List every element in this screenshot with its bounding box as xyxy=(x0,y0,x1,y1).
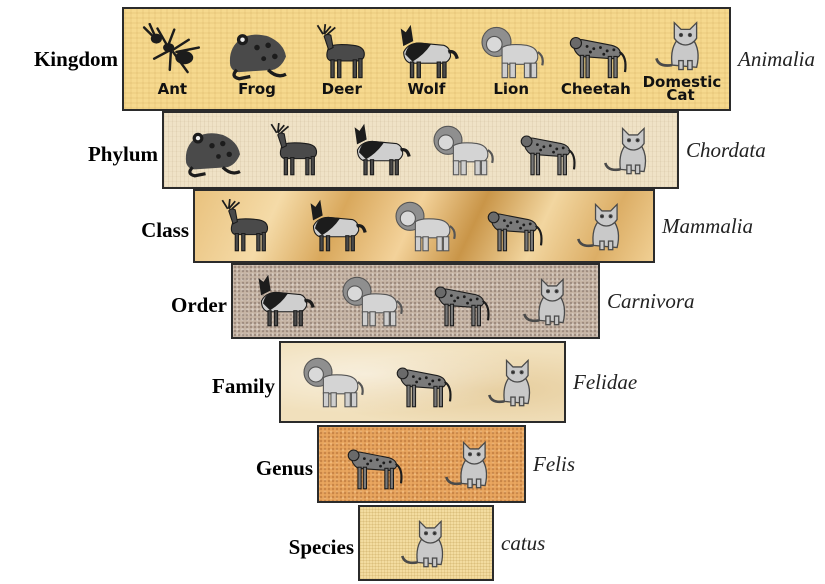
cat-icon xyxy=(569,198,635,254)
animal-frog: Frog xyxy=(219,23,295,96)
cat-icon xyxy=(596,122,662,178)
animal-cat: Domestic Cat xyxy=(643,16,719,102)
animal-cheetah xyxy=(427,273,493,329)
taxon-name-phylum: Chordata xyxy=(686,138,766,163)
wolf-icon xyxy=(250,273,316,329)
frog-icon xyxy=(223,23,291,81)
lion-icon xyxy=(338,273,404,329)
taxon-name-family: Felidae xyxy=(573,370,637,395)
cat-icon xyxy=(480,354,546,410)
animal-lion xyxy=(338,273,404,329)
cheetah-icon xyxy=(340,436,406,492)
taxon-name-kingdom: Animalia xyxy=(738,47,815,72)
animal-label: Frog xyxy=(219,83,295,96)
lion-icon xyxy=(429,122,495,178)
level-order xyxy=(231,263,600,339)
animal-label: Cheetah xyxy=(558,83,634,96)
rank-label-order: Order xyxy=(171,293,227,318)
animal-cat xyxy=(393,515,459,571)
animal-deer xyxy=(262,122,328,178)
animal-deer: Deer xyxy=(304,23,380,96)
animal-cheetah xyxy=(480,198,546,254)
rank-label-genus: Genus xyxy=(256,456,313,481)
animal-label: Lion xyxy=(473,83,549,96)
level-phylum xyxy=(162,111,679,189)
animal-cheetah xyxy=(389,354,455,410)
rank-label-kingdom: Kingdom xyxy=(34,47,118,72)
animal-cat xyxy=(480,354,546,410)
cheetah-icon xyxy=(389,354,455,410)
animal-label: Deer xyxy=(304,83,380,96)
frog-icon xyxy=(179,122,245,178)
animal-lion: Lion xyxy=(473,23,549,96)
rank-label-species: Species xyxy=(289,535,354,560)
rank-label-family: Family xyxy=(212,374,275,399)
animal-label: Wolf xyxy=(388,83,464,96)
animal-label: Ant xyxy=(134,83,210,96)
animal-lion xyxy=(429,122,495,178)
animal-wolf xyxy=(302,198,368,254)
wolf-icon xyxy=(302,198,368,254)
animal-frog xyxy=(179,122,245,178)
animal-deer xyxy=(213,198,279,254)
wolf-icon xyxy=(392,23,460,81)
level-family xyxy=(279,341,566,423)
level-genus xyxy=(317,425,526,503)
cheetah-icon xyxy=(427,273,493,329)
taxon-name-genus: Felis xyxy=(533,452,575,477)
animal-wolf xyxy=(346,122,412,178)
animal-cheetah: Cheetah xyxy=(558,23,634,96)
animal-wolf xyxy=(250,273,316,329)
lion-icon xyxy=(391,198,457,254)
lion-icon xyxy=(299,354,365,410)
level-species xyxy=(358,505,494,581)
animal-cat xyxy=(437,436,503,492)
ant-icon xyxy=(138,23,206,81)
animal-lion xyxy=(391,198,457,254)
animal-lion xyxy=(299,354,365,410)
cheetah-icon xyxy=(513,122,579,178)
animal-ant: Ant xyxy=(134,23,210,96)
animal-cat xyxy=(569,198,635,254)
wolf-icon xyxy=(346,122,412,178)
animal-wolf: Wolf xyxy=(388,23,464,96)
lion-icon xyxy=(477,23,545,81)
taxon-name-species: catus xyxy=(501,531,545,556)
animal-cat xyxy=(596,122,662,178)
level-kingdom: Ant Frog Deer Wolf Lion Cheetah xyxy=(122,7,731,111)
animal-cheetah xyxy=(513,122,579,178)
cheetah-icon xyxy=(562,23,630,81)
cat-icon xyxy=(515,273,581,329)
taxon-name-order: Carnivora xyxy=(607,289,695,314)
deer-icon xyxy=(262,122,328,178)
cat-icon xyxy=(437,436,503,492)
cheetah-icon xyxy=(480,198,546,254)
deer-icon xyxy=(213,198,279,254)
rank-label-class: Class xyxy=(141,218,189,243)
animal-cheetah xyxy=(340,436,406,492)
rank-label-phylum: Phylum xyxy=(88,142,158,167)
taxon-name-class: Mammalia xyxy=(662,214,753,239)
animal-label: Domestic Cat xyxy=(643,76,719,102)
deer-icon xyxy=(308,23,376,81)
animal-cat xyxy=(515,273,581,329)
cat-icon xyxy=(647,16,715,74)
level-class xyxy=(193,189,655,263)
cat-icon xyxy=(393,515,459,571)
